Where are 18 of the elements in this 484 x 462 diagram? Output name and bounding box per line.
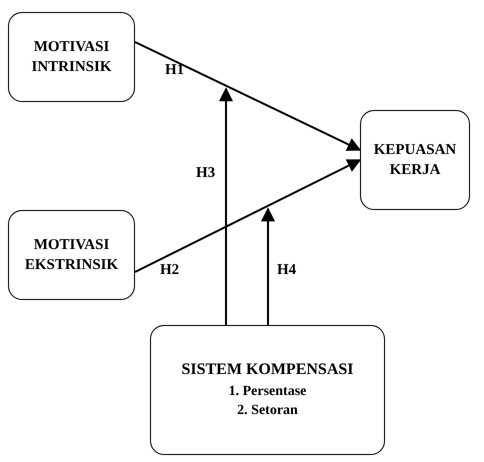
arrow	[219, 87, 233, 325]
edge-label: H2	[160, 262, 180, 279]
arrow	[134, 159, 362, 273]
edge-label: H1	[165, 62, 184, 79]
edge-label: H3	[196, 165, 216, 182]
edge-label: H4	[277, 262, 296, 279]
arrow	[261, 207, 275, 325]
node-title: SISTEM KOMPENSASI	[181, 360, 354, 380]
process-box	[8, 210, 135, 300]
list-item: 2. Setoran	[237, 402, 298, 420]
node-text: MOTIVASI EKSTRINSIK	[24, 236, 120, 275]
node-text: KEPUASAN KERJA	[372, 140, 458, 180]
process-box	[8, 12, 135, 102]
process-box	[360, 110, 470, 210]
node-text: MOTIVASI INTRINSIK	[30, 38, 113, 77]
arrow	[134, 41, 362, 151]
process-box	[150, 325, 385, 455]
list-item: 1. Persentase	[228, 383, 306, 402]
